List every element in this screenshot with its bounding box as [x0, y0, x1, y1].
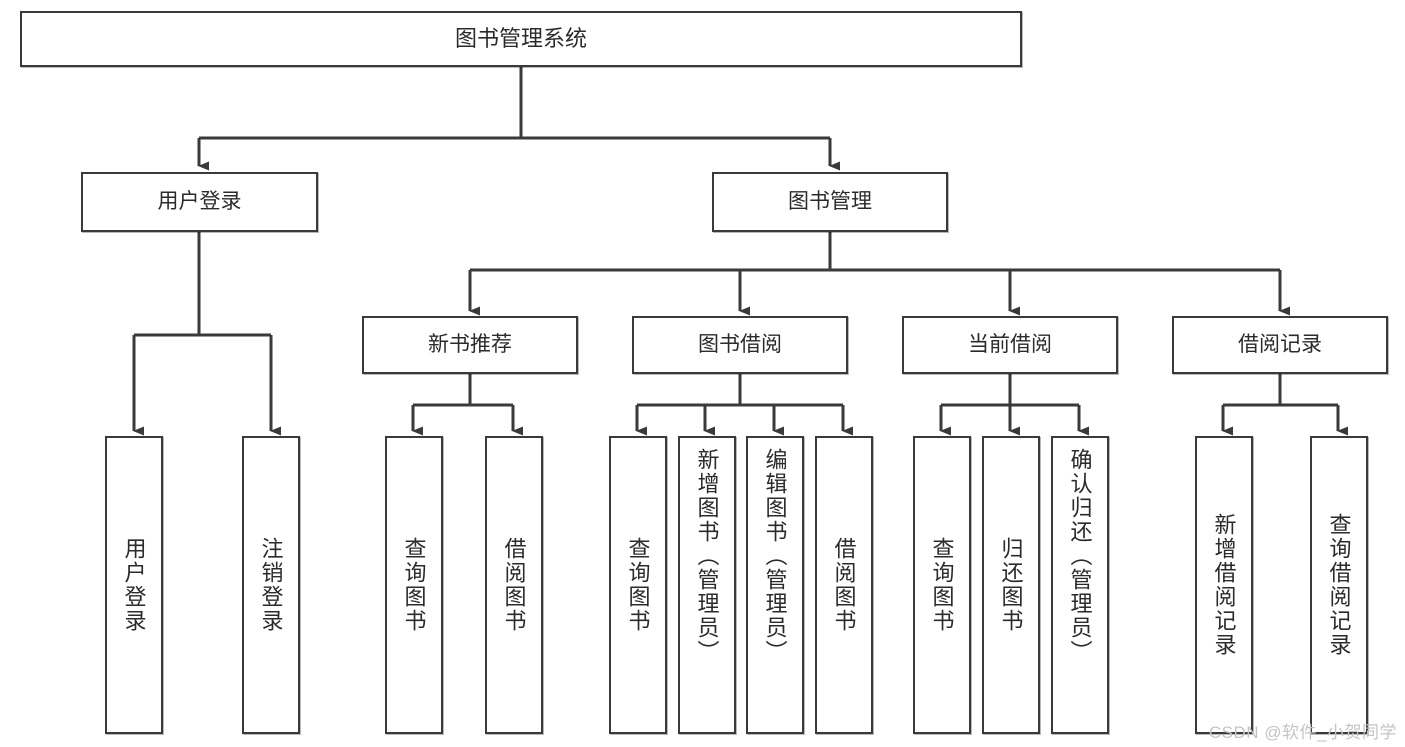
leaf-records-add-record[interactable]: 新增借阅记录 — [1195, 436, 1253, 734]
node-current-borrow[interactable]: 当前借阅 — [902, 316, 1118, 374]
leaf-user-login-login-label: 用户登录 — [121, 537, 147, 633]
node-user-login[interactable]: 用户登录 — [81, 172, 318, 232]
node-book-management-label: 图书管理 — [788, 189, 872, 213]
leaf-user-login-login[interactable]: 用户登录 — [105, 436, 163, 734]
leaf-user-login-logout[interactable]: 注销登录 — [242, 436, 300, 734]
node-new-book-recommend[interactable]: 新书推荐 — [362, 316, 578, 374]
leaf-borrow-borrow-book[interactable]: 借阅图书 — [815, 436, 873, 734]
leaf-current-confirm-return-label: 确认归还（管理员） — [1067, 448, 1093, 664]
leaf-current-return-book[interactable]: 归还图书 — [982, 436, 1040, 734]
node-book-management[interactable]: 图书管理 — [712, 172, 948, 232]
node-root-label: 图书管理系统 — [454, 26, 587, 52]
leaf-current-query-book-label: 查询图书 — [929, 537, 955, 633]
node-book-borrow-label: 图书借阅 — [698, 332, 782, 356]
leaf-recommend-borrow-book[interactable]: 借阅图书 — [485, 436, 543, 734]
leaf-borrow-edit-book-label: 编辑图书（管理员） — [762, 448, 788, 664]
node-user-login-label: 用户登录 — [157, 189, 242, 213]
leaf-borrow-add-book-label: 新增图书（管理员） — [694, 448, 720, 664]
leaf-borrow-query-book[interactable]: 查询图书 — [609, 436, 667, 734]
leaf-records-query-record-label: 查询借阅记录 — [1326, 513, 1352, 657]
leaf-recommend-borrow-book-label: 借阅图书 — [501, 537, 527, 633]
node-borrow-records[interactable]: 借阅记录 — [1172, 316, 1388, 374]
node-book-borrow[interactable]: 图书借阅 — [632, 316, 848, 374]
leaf-borrow-edit-book[interactable]: 编辑图书（管理员） — [746, 436, 804, 734]
leaf-current-return-book-label: 归还图书 — [998, 537, 1024, 633]
leaf-user-login-logout-label: 注销登录 — [258, 537, 284, 633]
watermark-text: CSDN @软件_小贺同学 — [1208, 723, 1397, 742]
node-new-book-recommend-label: 新书推荐 — [428, 332, 512, 356]
leaf-records-add-record-label: 新增借阅记录 — [1211, 513, 1237, 657]
leaf-recommend-query-book[interactable]: 查询图书 — [385, 436, 443, 734]
leaf-current-query-book[interactable]: 查询图书 — [913, 436, 971, 734]
leaf-current-confirm-return[interactable]: 确认归还（管理员） — [1051, 436, 1109, 734]
leaf-records-query-record[interactable]: 查询借阅记录 — [1310, 436, 1368, 734]
leaf-recommend-query-book-label: 查询图书 — [401, 537, 427, 633]
node-borrow-records-label: 借阅记录 — [1238, 332, 1322, 356]
node-current-borrow-label: 当前借阅 — [968, 332, 1052, 356]
leaf-borrow-add-book[interactable]: 新增图书（管理员） — [678, 436, 736, 734]
leaf-borrow-borrow-book-label: 借阅图书 — [831, 537, 857, 633]
node-root[interactable]: 图书管理系统 — [20, 11, 1022, 67]
leaf-borrow-query-book-label: 查询图书 — [625, 537, 651, 633]
